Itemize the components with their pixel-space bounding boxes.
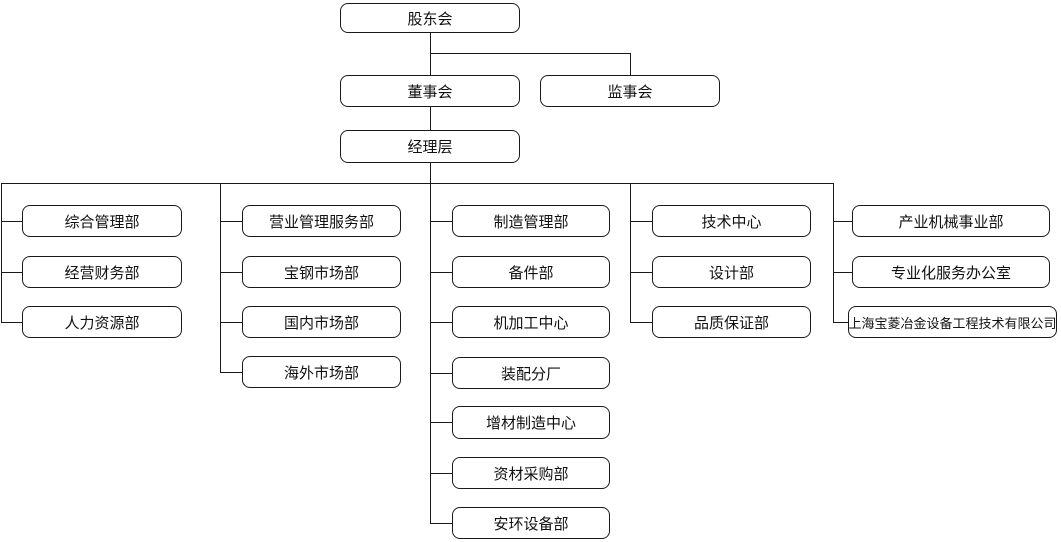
connector-line <box>430 523 452 524</box>
connector-line <box>630 272 652 273</box>
connector-line <box>630 53 631 75</box>
connector-line <box>430 163 431 184</box>
org-node-machining-center: 机加工中心 <box>452 306 610 338</box>
org-node-specialized-service-office: 专业化服务办公室 <box>852 256 1050 288</box>
connector-line <box>430 33 431 75</box>
org-node-safety-equipment-dept: 安环设备部 <box>452 507 610 539</box>
connector-line <box>220 372 242 373</box>
connector-line <box>220 183 221 372</box>
org-node-supervisory-board: 监事会 <box>540 75 720 107</box>
org-node-sales-mgmt-service-dept: 营业管理服务部 <box>242 205 401 237</box>
org-node-general-management-dept: 综合管理部 <box>22 205 182 237</box>
org-node-material-procurement-dept: 资材采购部 <box>452 457 610 489</box>
connector-line <box>833 322 848 323</box>
org-node-domestic-market-dept: 国内市场部 <box>242 306 401 338</box>
connector-line <box>1 272 22 273</box>
connector-line <box>220 221 242 222</box>
org-node-management-level: 经理层 <box>340 130 520 163</box>
connector-line <box>1 183 833 184</box>
connector-line <box>430 183 431 523</box>
org-node-overseas-market-dept: 海外市场部 <box>242 356 401 388</box>
connector-line <box>430 422 452 423</box>
connector-line <box>630 183 631 322</box>
org-node-hr-dept: 人力资源部 <box>22 306 182 338</box>
connector-line <box>430 373 452 374</box>
connector-line <box>833 221 852 222</box>
connector-line <box>630 322 652 323</box>
org-node-industrial-machinery-div: 产业机械事业部 <box>852 205 1050 237</box>
org-node-assembly-branch: 装配分厂 <box>452 357 610 389</box>
org-node-manufacturing-mgmt-dept: 制造管理部 <box>452 205 610 237</box>
org-node-additive-mfg-center: 增材制造中心 <box>452 406 610 439</box>
connector-line <box>1 221 22 222</box>
org-node-shanghai-baoling-company: 上海宝菱冶金设备工程技术有限公司 <box>848 306 1057 338</box>
connector-line <box>430 473 452 474</box>
connector-line <box>833 272 852 273</box>
org-node-spare-parts-dept: 备件部 <box>452 256 610 288</box>
org-node-technology-center: 技术中心 <box>652 205 811 237</box>
connector-line <box>1 322 22 323</box>
org-node-shareholders-meeting: 股东会 <box>340 3 520 33</box>
connector-line <box>1 183 2 322</box>
connector-line <box>430 53 630 54</box>
connector-line <box>220 322 242 323</box>
connector-line <box>430 221 452 222</box>
connector-line <box>833 183 834 322</box>
org-node-quality-assurance-dept: 品质保证部 <box>652 306 811 338</box>
org-node-board-of-directors: 董事会 <box>340 75 520 107</box>
connector-line <box>220 272 242 273</box>
connector-line <box>430 272 452 273</box>
connector-line <box>430 322 452 323</box>
org-node-baosteel-market-dept: 宝钢市场部 <box>242 256 401 288</box>
org-node-finance-dept: 经营财务部 <box>22 256 182 288</box>
connector-line <box>630 221 652 222</box>
connector-line <box>430 107 431 130</box>
org-node-design-dept: 设计部 <box>652 256 811 288</box>
